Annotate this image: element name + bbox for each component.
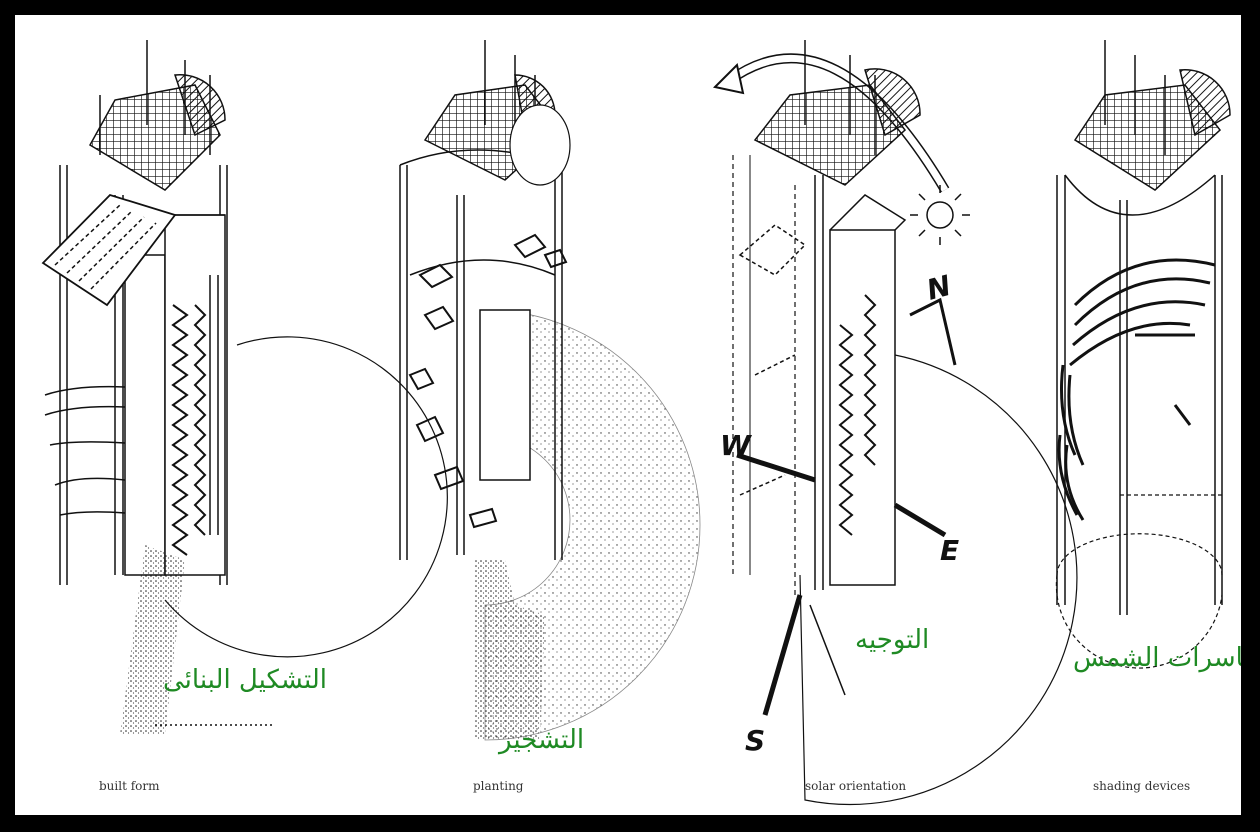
panel-built-form <box>43 40 447 735</box>
shading-louvres <box>1059 260 1215 520</box>
label-shading-devices-arabic: كاسرات الشمس <box>1073 645 1242 671</box>
planting-base <box>475 560 545 740</box>
panel-planting <box>400 40 700 740</box>
sun-icon <box>910 185 970 245</box>
compass-south-arm <box>765 595 800 715</box>
compass-east: E <box>940 534 959 567</box>
panel-solar-orientation <box>715 40 1077 804</box>
compass-north-arm <box>910 300 955 365</box>
label-solar-orientation-arabic: التوجيه <box>855 627 929 653</box>
caption-planting: planting <box>473 780 523 792</box>
caption-solar-orientation: solar orientation <box>805 780 906 792</box>
label-built-form-arabic: التشكيل البنائى <box>163 667 327 693</box>
tower-illustrations: N W E S <box>15 15 1242 816</box>
compass-east-arm <box>895 505 945 535</box>
caption-built-form: built form <box>99 780 160 792</box>
label-planting-arabic: التشجير <box>499 727 584 753</box>
diagram-frame: N W E S <box>14 14 1242 816</box>
compass-north: N <box>923 269 954 307</box>
compass-west: W <box>720 429 752 462</box>
caption-shading-devices: shading devices <box>1093 780 1190 792</box>
panel-shading-devices <box>1056 40 1230 668</box>
compass-south: S <box>745 724 765 757</box>
